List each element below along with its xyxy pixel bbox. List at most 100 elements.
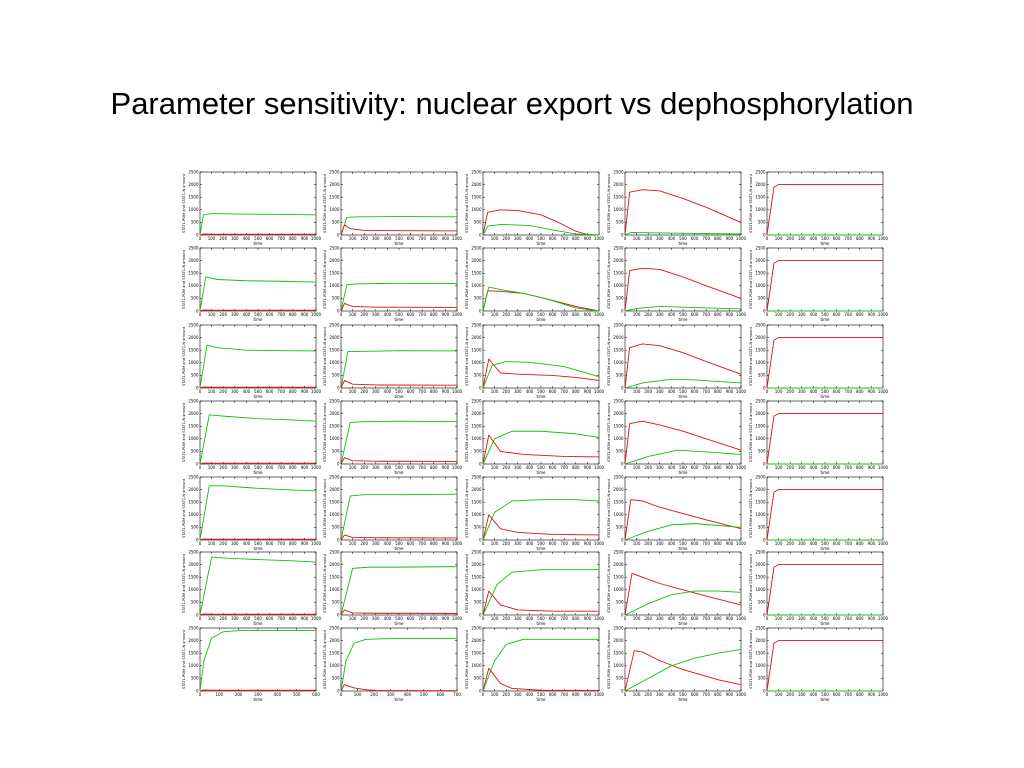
y-tick-label: 1000 [188,436,199,441]
x-tick-label: 300 [231,389,239,394]
x-tick-label: 800 [714,236,722,241]
y-tick-label: 500 [616,525,624,530]
x-tick-label: 500 [254,616,262,621]
x-tick-label: 100 [775,465,783,470]
x-tick-label: 0 [766,312,769,317]
y-tick-label: 2000 [755,411,766,416]
y-axis-label: STAT1-PDM and STAT1-N amount [323,402,327,462]
x-tick-label: 500 [821,616,829,621]
y-tick-label: 2500 [329,245,340,250]
plot-frame [340,476,458,541]
x-tick-label: 300 [372,465,380,470]
x-tick-label: 1000 [594,692,605,697]
y-tick-label: 1500 [188,348,199,353]
y-tick-label: 2500 [755,169,766,174]
y-tick-label: 1000 [188,587,199,592]
y-tick-label: 1500 [471,348,482,353]
x-tick-label: 900 [442,616,450,621]
x-axis-label: time [678,546,688,551]
x-tick-label: 300 [798,236,806,241]
x-axis-label: time [678,697,688,702]
x-tick-label: 200 [644,236,652,241]
series-line-green [199,630,316,692]
x-tick-label: 500 [254,236,262,241]
x-tick-label: 600 [833,465,841,470]
y-tick-label: 2000 [613,487,624,492]
x-tick-label: 700 [560,541,568,546]
y-tick-label: 1000 [755,663,766,668]
series-line-green [624,590,742,616]
x-tick-label: 1000 [878,541,889,546]
y-tick-label: 2000 [188,335,199,340]
y-axis-label: STAT1-PDM and STAT1-N amount [607,326,611,386]
y-tick-label: 500 [191,373,199,378]
x-tick-label: 400 [668,692,676,697]
x-tick-label: 100 [775,616,783,621]
series-line-green [482,223,600,236]
x-tick-label: 0 [482,312,485,317]
x-tick-label: 800 [714,312,722,317]
y-tick-label: 0 [337,537,340,542]
y-tick-label: 1500 [755,575,766,580]
x-tick-label: 0 [766,541,769,546]
series-line-green [340,350,458,389]
x-tick-label: 500 [537,692,545,697]
y-tick-label: 1000 [188,663,199,668]
x-axis-label: time [253,317,263,322]
x-tick-label: 600 [407,541,415,546]
y-tick-label: 0 [337,461,340,466]
x-tick-label: 300 [656,541,664,546]
plot-frame [340,171,458,236]
x-tick-label: 900 [726,541,734,546]
x-tick-label: 200 [219,616,227,621]
x-tick-label: 100 [349,236,357,241]
y-tick-label: 500 [758,220,766,225]
x-tick-label: 400 [243,312,251,317]
x-tick-label: 700 [560,465,568,470]
x-tick-label: 1000 [311,389,322,394]
series-line-red [340,684,458,692]
x-axis-label: time [253,621,263,626]
y-tick-label: 1500 [613,195,624,200]
plot-frame [624,324,742,389]
y-tick-label: 2500 [471,474,482,479]
x-tick-label: 300 [231,616,239,621]
y-tick-label: 2000 [188,258,199,263]
x-axis-label: time [536,621,546,626]
y-tick-label: 1000 [188,283,199,288]
x-tick-label: 100 [491,312,499,317]
series-line-red [482,434,600,465]
y-tick-label: 2000 [329,335,340,340]
y-tick-label: 1000 [613,663,624,668]
y-tick-label: 500 [332,296,340,301]
y-tick-label: 2500 [613,169,624,174]
x-tick-label: 600 [407,465,415,470]
x-tick-label: 800 [430,389,438,394]
series-line-green [199,344,317,389]
x-tick-label: 200 [360,236,368,241]
x-tick-label: 0 [482,616,485,621]
y-tick-label: 500 [758,373,766,378]
x-axis-label: time [678,241,688,246]
y-tick-label: 0 [763,385,766,390]
y-axis-label: STAT1-PDM and STAT1-N amount [182,402,186,462]
x-tick-label: 100 [349,389,357,394]
y-tick-label: 1500 [188,651,199,656]
y-tick-label: 1500 [613,424,624,429]
y-tick-label: 1000 [471,663,482,668]
y-tick-label: 2000 [471,335,482,340]
y-tick-label: 1000 [471,436,482,441]
page-title: Parameter sensitivity: nuclear export vs… [110,86,914,121]
y-tick-label: 1000 [471,283,482,288]
x-tick-label: 100 [208,616,216,621]
y-axis-label: STAT1-PDM and STAT1-N amount [465,478,469,538]
y-tick-label: 1000 [613,207,624,212]
y-tick-label: 2500 [471,322,482,327]
y-axis-label: STAT1-PDM and STAT1-N amount [323,249,327,309]
x-tick-label: 600 [312,692,320,697]
